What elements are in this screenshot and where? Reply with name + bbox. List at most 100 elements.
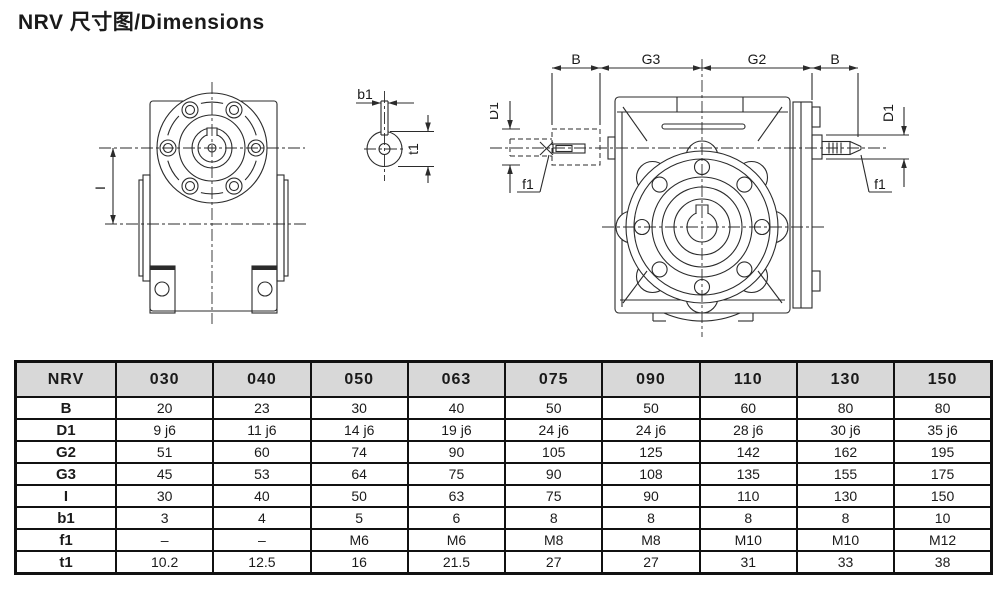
dim-value-cell: M10 xyxy=(698,528,798,552)
dim-label-d1-left: D1 xyxy=(490,102,501,120)
gearbox-front-view-drawing: I xyxy=(95,82,307,324)
dim-value-cell: M10 xyxy=(795,528,896,552)
row-label: D1 xyxy=(14,418,118,442)
row-label: G2 xyxy=(14,440,118,464)
dim-value-cell: 40 xyxy=(406,396,507,420)
gearbox-side-view-drawing: B G3 G2 B D1 D1 f1 f1 xyxy=(490,51,909,337)
dim-value-cell: 80 xyxy=(795,396,896,420)
table-col-header: 030 xyxy=(115,360,215,398)
dim-value-cell: 30 xyxy=(115,484,215,508)
dim-value-cell: 38 xyxy=(893,550,993,575)
dim-value-cell: 14 j6 xyxy=(309,418,409,442)
table-col-header: 110 xyxy=(698,360,798,398)
table-col-header: 063 xyxy=(406,360,507,398)
dim-value-cell: 20 xyxy=(115,396,215,420)
dim-value-cell: 40 xyxy=(212,484,312,508)
dim-label-b-left: B xyxy=(571,51,580,67)
dim-value-cell: 108 xyxy=(601,462,701,486)
dim-value-cell: 75 xyxy=(406,462,507,486)
dim-value-cell: M6 xyxy=(309,528,409,552)
dim-value-cell: 50 xyxy=(504,396,604,420)
dim-value-cell: 16 xyxy=(309,550,409,575)
dim-value-cell: M6 xyxy=(406,528,507,552)
table-col-header: 150 xyxy=(893,360,993,398)
dim-value-cell: 90 xyxy=(406,440,507,464)
dim-value-cell: 35 j6 xyxy=(893,418,993,442)
dim-value-cell: 175 xyxy=(893,462,993,486)
row-label: b1 xyxy=(14,506,118,530)
dim-label-g2: G2 xyxy=(748,51,767,67)
dim-label-b-right: B xyxy=(830,51,839,67)
table-corner-header: NRV xyxy=(14,360,118,398)
dim-value-cell: 31 xyxy=(698,550,798,575)
dim-value-cell: 150 xyxy=(893,484,993,508)
dim-value-cell: 24 j6 xyxy=(504,418,604,442)
dim-value-cell: 19 j6 xyxy=(406,418,507,442)
dim-value-cell: 74 xyxy=(309,440,409,464)
dim-value-cell: 105 xyxy=(504,440,604,464)
dim-value-cell: 10.2 xyxy=(115,550,215,575)
dim-value-cell: 21.5 xyxy=(406,550,507,575)
dim-value-cell: 30 xyxy=(309,396,409,420)
dim-value-cell: 90 xyxy=(601,484,701,508)
dim-value-cell: 90 xyxy=(504,462,604,486)
row-label: G3 xyxy=(14,462,118,486)
dim-value-cell: – xyxy=(212,528,312,552)
table-col-header: 130 xyxy=(795,360,896,398)
dim-value-cell: 51 xyxy=(115,440,215,464)
dim-value-cell: 8 xyxy=(601,506,701,530)
dim-value-cell: 11 j6 xyxy=(212,418,312,442)
row-label: I xyxy=(14,484,118,508)
dim-label-d1-right: D1 xyxy=(880,104,896,122)
dim-value-cell: 24 j6 xyxy=(601,418,701,442)
dim-value-cell: 142 xyxy=(698,440,798,464)
dim-label-t1: t1 xyxy=(405,143,421,155)
dim-value-cell: 80 xyxy=(893,396,993,420)
dim-value-cell: 8 xyxy=(795,506,896,530)
dim-value-cell: 12.5 xyxy=(212,550,312,575)
dim-value-cell: 125 xyxy=(601,440,701,464)
dim-label-g3: G3 xyxy=(642,51,661,67)
dim-value-cell: 50 xyxy=(601,396,701,420)
dim-value-cell: M8 xyxy=(504,528,604,552)
dim-value-cell: 4 xyxy=(212,506,312,530)
dim-value-cell: 5 xyxy=(309,506,409,530)
dim-value-cell: 33 xyxy=(795,550,896,575)
dim-value-cell: – xyxy=(115,528,215,552)
dim-value-cell: 3 xyxy=(115,506,215,530)
dim-value-cell: 23 xyxy=(212,396,312,420)
dim-value-cell: 162 xyxy=(795,440,896,464)
page-title: NRV 尺寸图/Dimensions xyxy=(18,11,265,34)
dim-label-f1-left: f1 xyxy=(522,176,534,192)
dim-value-cell: 10 xyxy=(893,506,993,530)
dim-value-cell: 64 xyxy=(309,462,409,486)
table-col-header: 090 xyxy=(601,360,701,398)
dim-value-cell: 63 xyxy=(406,484,507,508)
row-label: f1 xyxy=(14,528,118,552)
dim-value-cell: 155 xyxy=(795,462,896,486)
dim-value-cell: 50 xyxy=(309,484,409,508)
shaft-keyway-section-drawing: b1 t1 xyxy=(356,86,434,183)
dim-label-i: I xyxy=(95,186,108,190)
dim-value-cell: M12 xyxy=(893,528,993,552)
dim-value-cell: 28 j6 xyxy=(698,418,798,442)
dim-value-cell: 8 xyxy=(698,506,798,530)
row-label: B xyxy=(14,396,118,420)
dim-value-cell: 9 j6 xyxy=(115,418,215,442)
row-label: t1 xyxy=(14,550,118,575)
dim-value-cell: 6 xyxy=(406,506,507,530)
table-col-header: 050 xyxy=(309,360,409,398)
dim-value-cell: 60 xyxy=(698,396,798,420)
dim-value-cell: 195 xyxy=(893,440,993,464)
dim-value-cell: 110 xyxy=(698,484,798,508)
dim-value-cell: 8 xyxy=(504,506,604,530)
dim-value-cell: 135 xyxy=(698,462,798,486)
